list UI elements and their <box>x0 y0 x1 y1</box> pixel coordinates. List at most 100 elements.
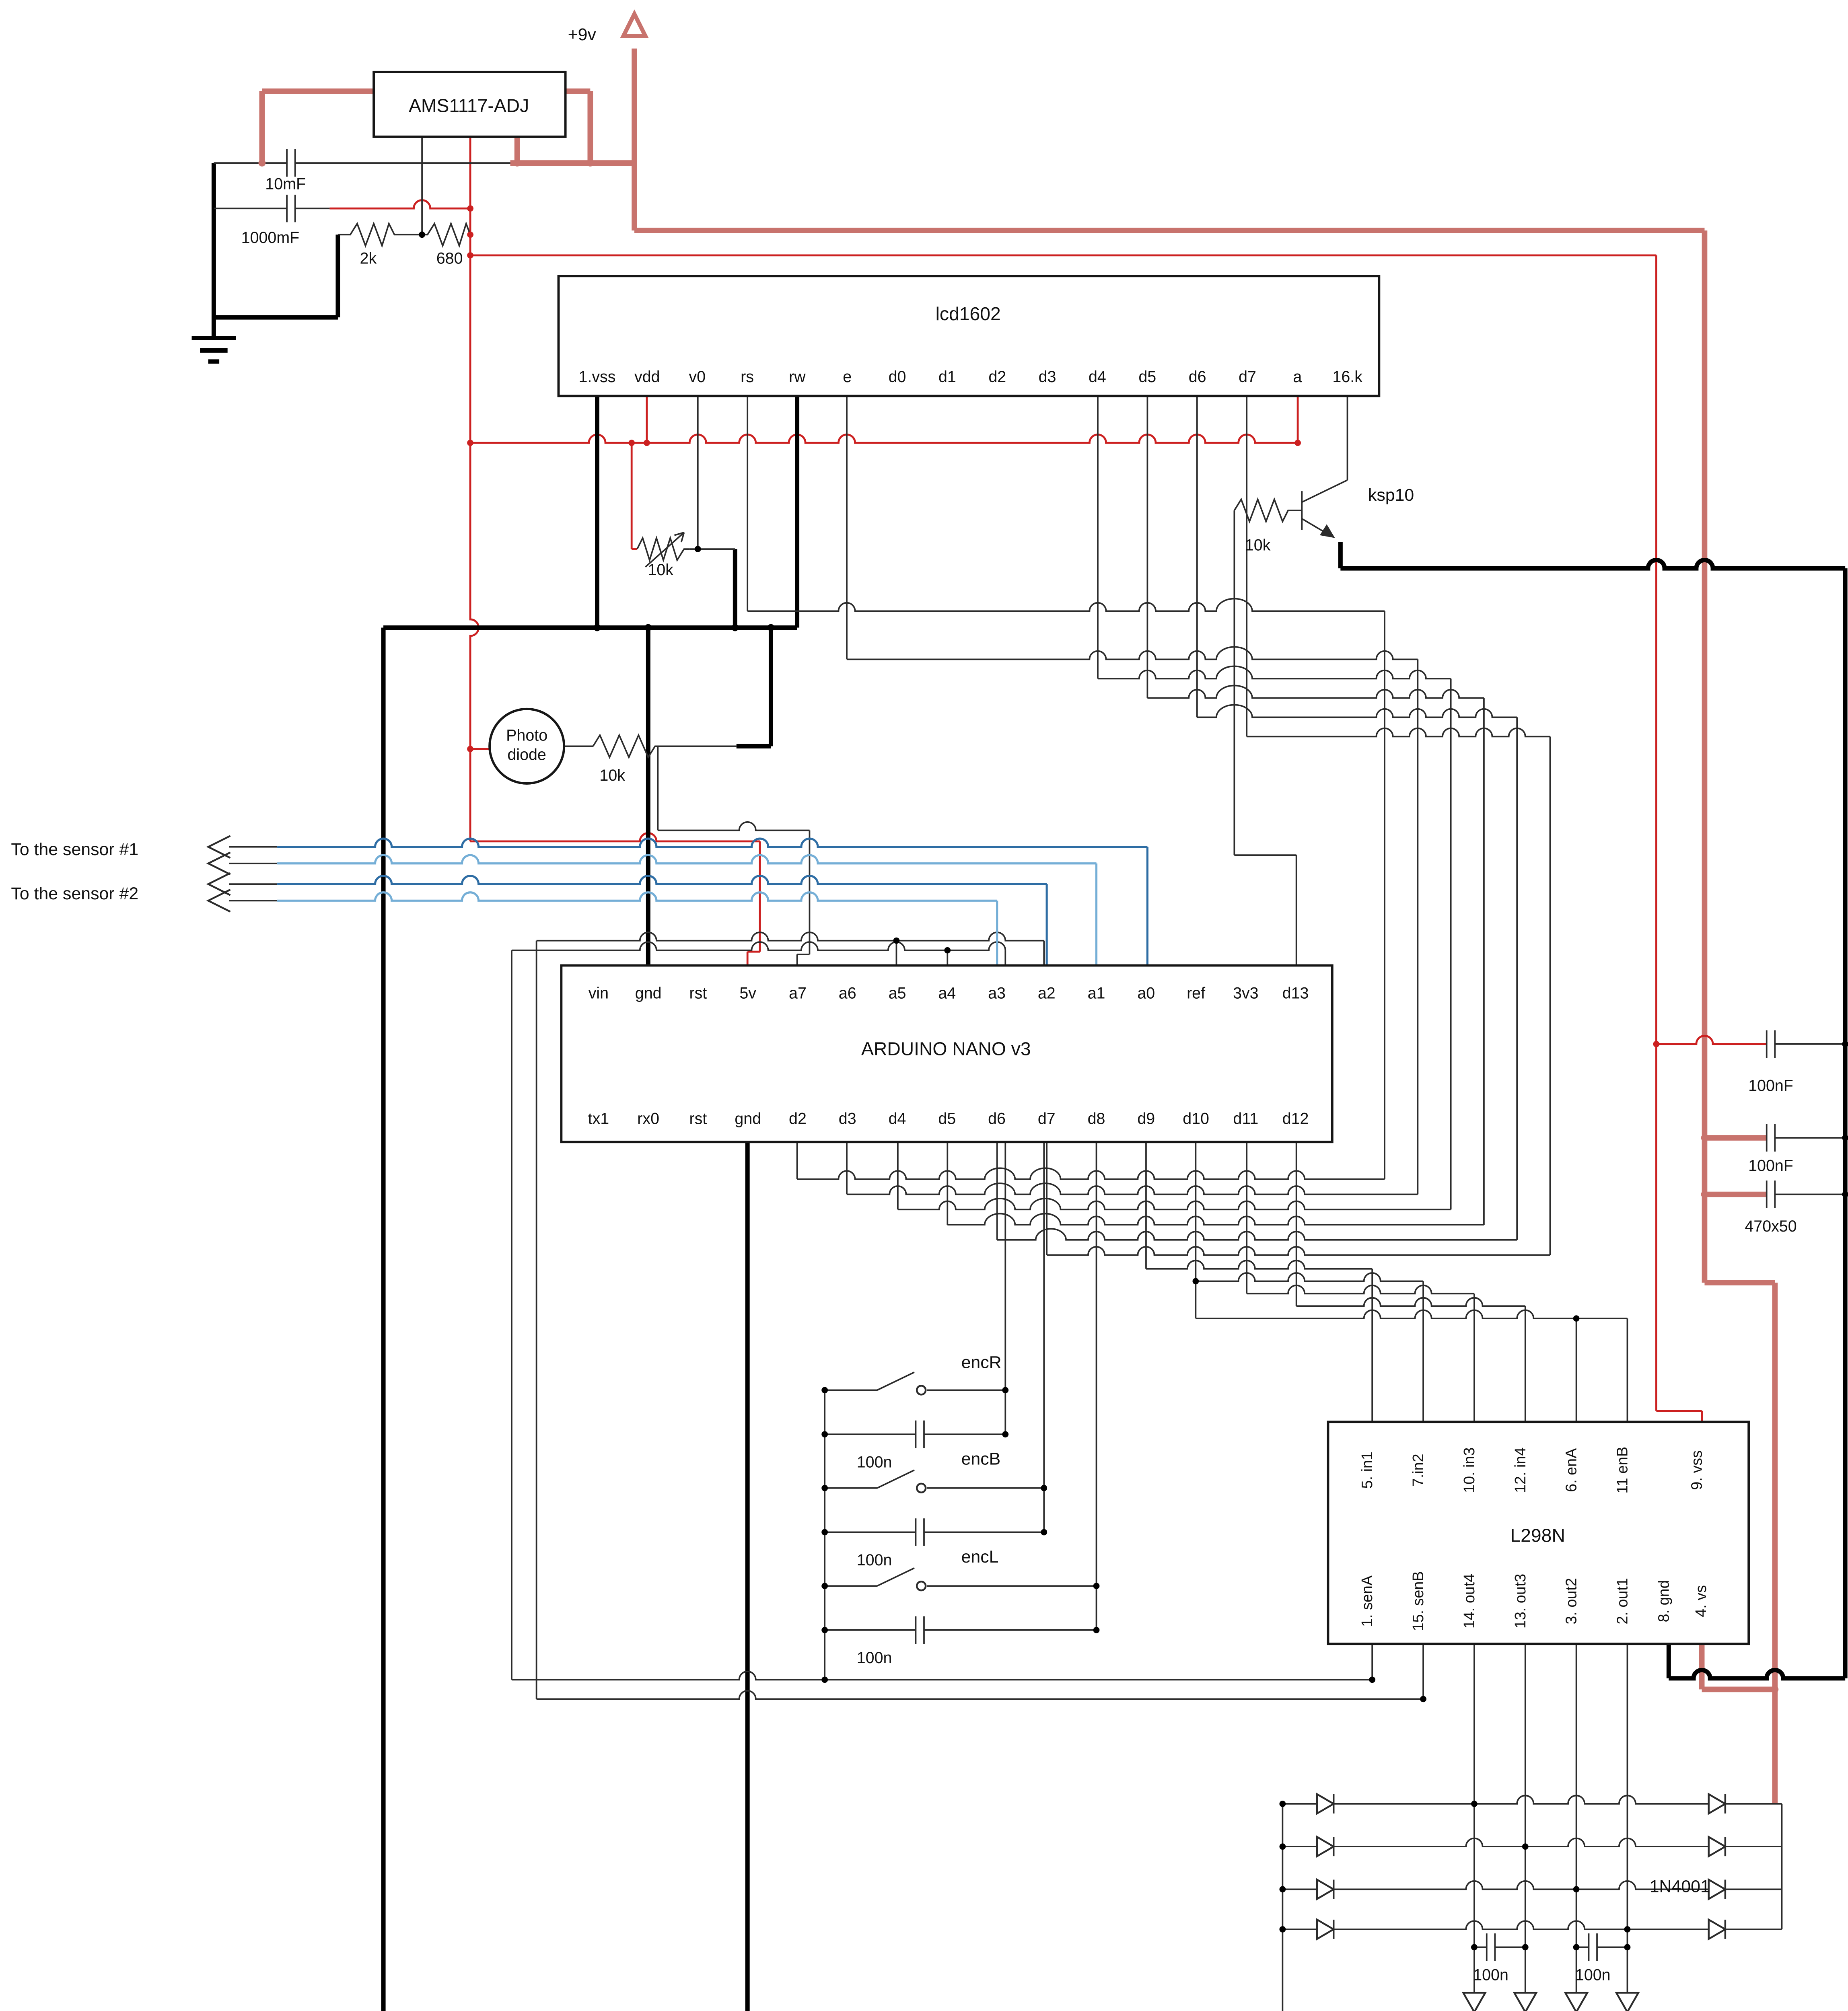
pin-label: rw <box>789 368 806 386</box>
junction-dots <box>258 159 1848 1951</box>
lcd-title: lcd1602 <box>936 303 1001 324</box>
pin-label: 5v <box>739 985 756 1002</box>
adj-resistor2-label: 680 <box>436 249 463 267</box>
bulk-cap-label: 1000mF <box>241 229 300 247</box>
lcd-pin-row: 1.vss vdd v0 rs rw e d0 d1 d2 d3 d4 d5 d6 d7 a 16.k <box>578 368 1362 386</box>
pin-label: d9 <box>1137 1110 1155 1128</box>
pin-label: 1. senA <box>1358 1575 1375 1627</box>
pin-label: d8 <box>1088 1110 1105 1128</box>
regulator-box <box>372 70 567 138</box>
pin-label: d1 <box>938 368 956 386</box>
pin-label: rx0 <box>637 1110 659 1128</box>
sensor2-label: To the sensor #2 <box>11 884 138 903</box>
regulator-label: AMS1117-ADJ <box>409 95 529 116</box>
pin-label: d5 <box>938 1110 956 1128</box>
pin-label: gnd <box>735 1110 761 1128</box>
encoder-l-label: encL <box>961 1547 999 1567</box>
ground-symbol-icon <box>191 336 236 364</box>
pin-label: d5 <box>1138 368 1156 386</box>
lcd-box <box>557 275 1381 397</box>
motor-terminal-icons <box>1461 1992 1640 2011</box>
pin-label: a5 <box>889 985 906 1002</box>
pin-label: gnd <box>635 985 662 1002</box>
decoupling-cap1-label: 100nF <box>1748 1077 1793 1094</box>
pin-label: d10 <box>1183 1110 1209 1128</box>
pin-label: a <box>1293 368 1302 386</box>
pin-label: vdd <box>634 368 660 386</box>
pin-label: d6 <box>1189 368 1206 386</box>
pin-label: 13. out3 <box>1512 1574 1529 1629</box>
arduino-bottom-pin-row: tx1 rx0 rst gnd d2 d3 d4 d5 d6 d7 d8 d9 d10 d11 d12 <box>588 1110 1309 1128</box>
driver-title: L298N <box>1510 1525 1565 1546</box>
pin-label: 9. vss <box>1688 1450 1705 1490</box>
pin-label: d3 <box>839 1110 856 1128</box>
pin-label: d7 <box>1038 1110 1056 1128</box>
wire-net-sensors <box>277 837 1148 966</box>
pin-label: d7 <box>1239 368 1256 386</box>
pin-label: 6. enA <box>1563 1448 1580 1492</box>
wire-signals <box>206 137 1846 2011</box>
pin-label: 14. out4 <box>1461 1574 1478 1629</box>
input-cap-label: 10mF <box>265 175 306 193</box>
base-resistor-label: 10k <box>1245 537 1271 554</box>
encoder-b-label: encB <box>961 1450 1001 1469</box>
pin-label: a1 <box>1088 985 1105 1002</box>
encoder-cap1-label: 100n <box>857 1453 892 1471</box>
pin-label: tx1 <box>588 1110 609 1128</box>
arduino-box <box>560 964 1334 1143</box>
pin-label: d13 <box>1282 985 1309 1002</box>
encoder-r-label: encR <box>961 1353 1002 1372</box>
arduino-top-pin-row: vin gnd rst 5v a7 a6 a5 a4 a3 a2 a1 a0 ref 3v3 d13 <box>589 985 1309 1002</box>
wire-net-gnd <box>191 163 1848 2011</box>
pin-label: a3 <box>988 985 1006 1002</box>
sensor-connector-icons <box>206 835 231 913</box>
pin-label: 1.vss <box>578 368 615 386</box>
decoupling-cap3-label: 470x50 <box>1745 1217 1797 1235</box>
pin-label: d0 <box>889 368 906 386</box>
pin-label: d11 <box>1233 1110 1258 1128</box>
pin-label: 15. senB <box>1410 1571 1426 1631</box>
pin-label: 8. gnd <box>1655 1580 1672 1622</box>
emitter-arrow-icon <box>1319 524 1335 538</box>
pin-label: vin <box>589 985 609 1002</box>
sensor1-label: To the sensor #1 <box>11 840 138 859</box>
pin-label: d12 <box>1282 1110 1309 1128</box>
pin-label: d3 <box>1039 368 1056 386</box>
pin-label: 3v3 <box>1233 985 1259 1002</box>
pin-label: a7 <box>789 985 807 1002</box>
pin-label: 4. vs <box>1692 1585 1709 1617</box>
photodiode-resistor-label: 10k <box>599 767 625 784</box>
adj-resistor1-label: 2k <box>360 249 377 267</box>
encoder-cap2-label: 100n <box>857 1551 892 1569</box>
pin-label: rst <box>689 1110 707 1128</box>
pin-label: ref <box>1187 985 1205 1002</box>
contrast-pot-label: 10k <box>648 561 673 579</box>
pin-label: a2 <box>1038 985 1056 1002</box>
pin-label: a4 <box>938 985 956 1002</box>
driver-box <box>1327 1421 1750 1645</box>
pin-label: a0 <box>1137 985 1155 1002</box>
pin-label: e <box>843 368 852 386</box>
pin-label: rst <box>689 985 707 1002</box>
pin-label: d4 <box>1089 368 1106 386</box>
arduino-title: ARDUINO NANO v3 <box>861 1038 1031 1059</box>
pin-label: 10. in3 <box>1461 1448 1478 1493</box>
pin-label: 11 enB <box>1613 1447 1630 1494</box>
photodiode-body <box>488 707 566 785</box>
pin-label: a6 <box>839 985 856 1002</box>
flyback-diode-label: 1N4001 <box>1650 1877 1710 1896</box>
decoupling-cap2-label: 100nF <box>1748 1157 1793 1174</box>
pin-label: v0 <box>689 368 706 386</box>
pin-label: d4 <box>889 1110 906 1128</box>
pin-label: 5. in1 <box>1358 1452 1375 1489</box>
pin-label: d2 <box>789 1110 807 1128</box>
pin-label: d6 <box>988 1110 1006 1128</box>
photodiode-label-2: diode <box>507 746 546 764</box>
pin-label: rs <box>741 368 754 386</box>
pin-label: d2 <box>988 368 1006 386</box>
pin-label: 16.k <box>1332 368 1362 386</box>
m2-cap-label: 100n <box>1473 1966 1508 1984</box>
